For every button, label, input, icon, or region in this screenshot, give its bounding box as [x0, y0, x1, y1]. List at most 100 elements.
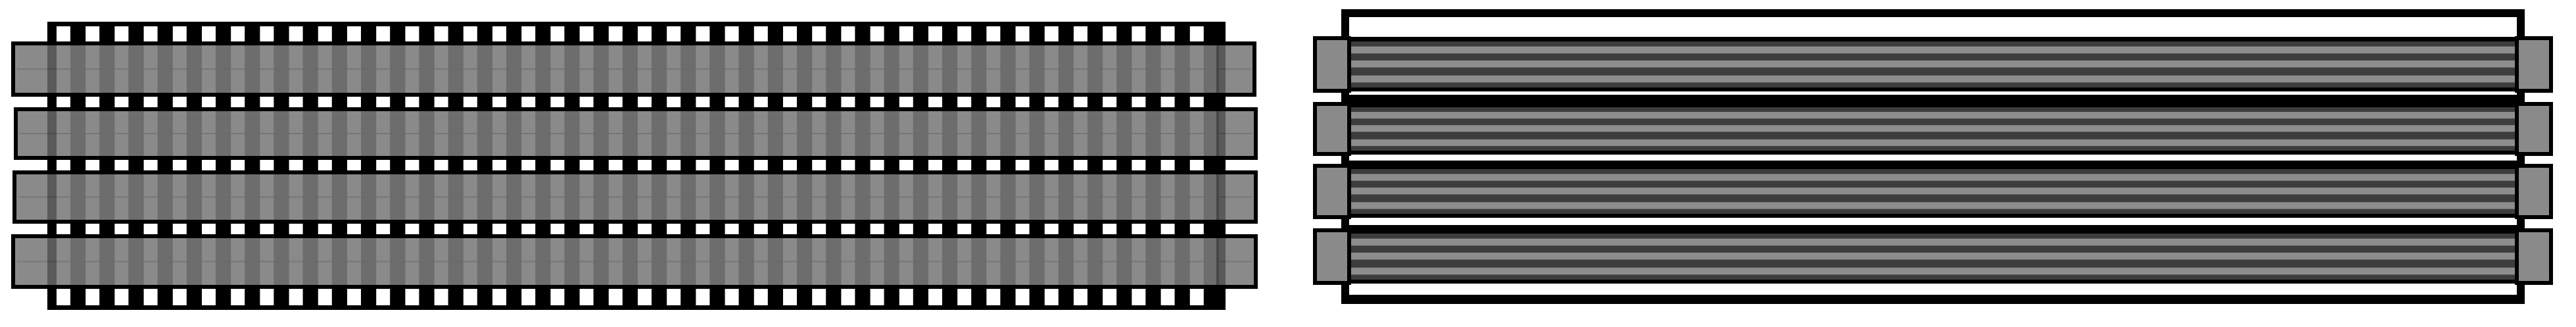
light-stripe: [1349, 75, 2517, 83]
slot: [318, 158, 332, 172]
slot: [812, 222, 826, 236]
slot: [202, 95, 216, 109]
slot: [405, 26, 419, 43]
slot: [57, 26, 70, 43]
slot: [172, 222, 187, 236]
slot: [260, 95, 274, 109]
slot: [1160, 95, 1175, 109]
slot: [1074, 222, 1087, 236]
slot: [986, 287, 1001, 305]
slot: [114, 222, 129, 236]
slot: [957, 26, 972, 43]
slot: [1132, 287, 1146, 305]
slot: [318, 222, 332, 236]
slot: [521, 287, 536, 305]
slot: [114, 158, 129, 172]
slot: [1160, 222, 1175, 236]
slot: [812, 287, 826, 305]
light-stripe: [1349, 188, 2517, 195]
light-stripe: [1349, 60, 2517, 68]
slot: [696, 26, 710, 43]
slot: [870, 287, 884, 305]
end-cap-right: [2515, 102, 2553, 156]
slot: [1074, 95, 1087, 109]
slot: [1044, 158, 1059, 172]
slot: [870, 95, 884, 109]
slot: [725, 287, 739, 305]
slot: [521, 26, 536, 43]
slot: [696, 158, 710, 172]
slot: [434, 158, 448, 172]
slot: [783, 95, 797, 109]
slot: [783, 158, 797, 172]
slot: [899, 95, 913, 109]
slot: [638, 26, 652, 43]
slot: [231, 158, 245, 172]
end-cap-right: [2515, 164, 2553, 219]
slot: [928, 95, 942, 109]
slot: [85, 95, 100, 109]
slot: [1189, 26, 1204, 43]
slot: [57, 95, 70, 109]
slot: [318, 95, 332, 109]
slot: [434, 26, 448, 43]
slot: [986, 95, 1001, 109]
slot: [667, 26, 681, 43]
slot: [405, 222, 419, 236]
slot: [841, 222, 855, 236]
light-stripe: [1349, 139, 2517, 146]
slot: [172, 95, 187, 109]
slot: [289, 222, 303, 236]
slot: [986, 158, 1001, 172]
slot: [783, 287, 797, 305]
slot: [376, 222, 391, 236]
slot: [1160, 26, 1175, 43]
slot: [1015, 95, 1030, 109]
slot: [725, 26, 739, 43]
slot: [696, 287, 710, 305]
slot: [667, 222, 681, 236]
slot: [57, 222, 70, 236]
slot: [638, 158, 652, 172]
slot: [608, 222, 623, 236]
light-stripe: [1349, 174, 2517, 181]
slot: [841, 26, 855, 43]
slot: [405, 158, 419, 172]
slot: [928, 26, 942, 43]
slot: [550, 95, 565, 109]
slot: [463, 95, 477, 109]
slot: [841, 287, 855, 305]
slot: [1015, 222, 1030, 236]
slot: [1044, 287, 1059, 305]
left-perforated-assembly: [11, 22, 1258, 310]
slot: [986, 26, 1001, 43]
separator-line: [1349, 17, 2517, 37]
slot: [579, 222, 594, 236]
slot: [85, 26, 100, 43]
slot: [638, 287, 652, 305]
slot: [1103, 26, 1117, 43]
slot: [841, 158, 855, 172]
slot: [1189, 287, 1204, 305]
slot: [1015, 26, 1030, 43]
slot: [143, 287, 158, 305]
slot: [667, 158, 681, 172]
light-stripe: [1349, 202, 2517, 209]
slot: [812, 26, 826, 43]
slot: [85, 222, 100, 236]
slot: [492, 222, 506, 236]
slot: [928, 287, 942, 305]
slot: [376, 95, 391, 109]
slot: [347, 287, 361, 305]
slot: [143, 26, 158, 43]
frame-right-edge: [1216, 22, 1226, 310]
slot: [1132, 222, 1146, 236]
slot: [899, 26, 913, 43]
slot: [463, 287, 477, 305]
slot: [1044, 222, 1059, 236]
slot: [608, 158, 623, 172]
slot: [667, 287, 681, 305]
slot: [608, 95, 623, 109]
